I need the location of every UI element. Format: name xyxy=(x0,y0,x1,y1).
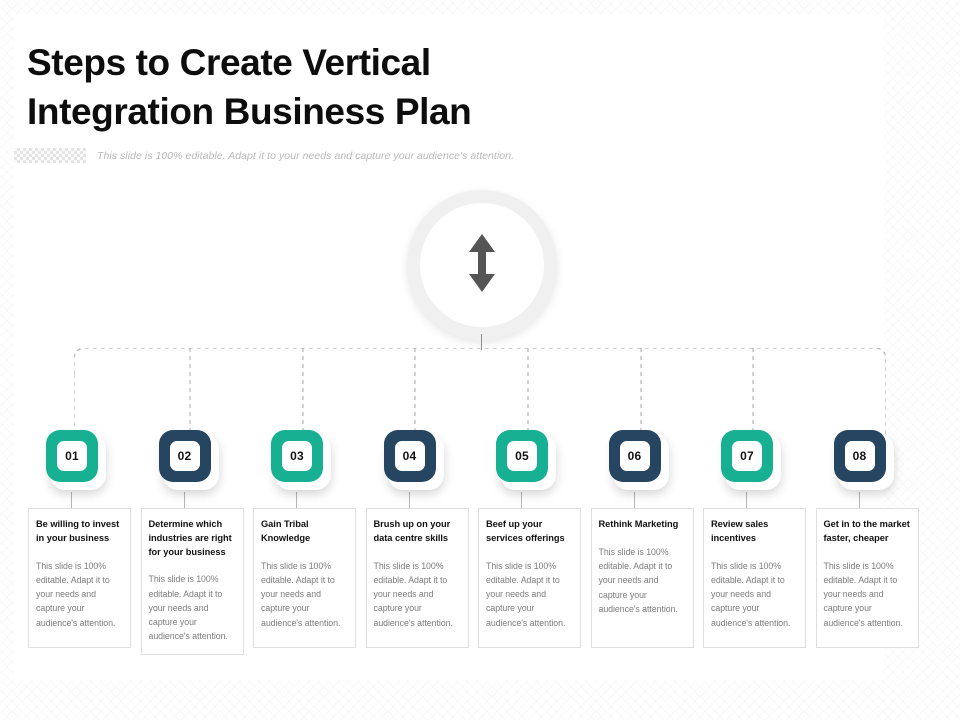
badge-stem-line xyxy=(858,492,860,508)
badge-stem-line xyxy=(633,492,635,508)
placeholder-swatch xyxy=(14,148,86,163)
badge-stem-line xyxy=(408,492,410,508)
center-hub xyxy=(407,190,557,340)
badge-stem-line xyxy=(71,492,72,508)
step-title: Gain Tribal Knowledge xyxy=(261,519,311,543)
step-card-8[interactable]: Get in to the market faster, cheaper Thi… xyxy=(815,508,919,648)
step-card-6[interactable]: Rethink Marketing This slide is 100% edi… xyxy=(590,508,694,648)
step-body: This slide is 100% editable. Adapt it to… xyxy=(598,546,678,614)
step-badge-1[interactable]: 01 xyxy=(28,430,141,492)
badge-number: 01 xyxy=(57,441,87,471)
step-badge-2[interactable]: 02 xyxy=(141,430,254,492)
step-title: Review sales incentives xyxy=(711,519,769,543)
step-badge-7[interactable]: 07 xyxy=(703,430,816,492)
step-body: This slide is 100% editable. Adapt it to… xyxy=(36,560,116,628)
step-badge-6[interactable]: 06 xyxy=(591,430,704,492)
step-badge-8[interactable]: 08 xyxy=(816,430,929,492)
badge-number: 04 xyxy=(394,441,425,471)
step-card-1[interactable]: Be willing to invest in your business Th… xyxy=(28,508,131,648)
badge-stem-line xyxy=(183,492,185,508)
step-body: This slide is 100% editable. Adapt it to… xyxy=(373,560,453,628)
badge-number: 08 xyxy=(844,441,875,471)
step-badge-4[interactable]: 04 xyxy=(366,430,479,492)
badge-number: 02 xyxy=(169,441,200,471)
badge-frame: 07 xyxy=(721,430,773,482)
badge-number: 03 xyxy=(282,441,312,471)
badge-number: 07 xyxy=(732,441,762,471)
step-title: Get in to the market faster, cheaper xyxy=(823,519,910,543)
hub-stem-line xyxy=(481,334,482,350)
badge-stem-line xyxy=(296,492,297,508)
step-badge-5[interactable]: 05 xyxy=(478,430,591,492)
step-body: This slide is 100% editable. Adapt it to… xyxy=(261,560,341,628)
step-column-7[interactable]: 07 Review sales incentives This slide is… xyxy=(703,430,816,655)
badge-frame: 06 xyxy=(608,430,661,482)
badge-number: 05 xyxy=(507,441,537,471)
step-column-3[interactable]: 03 Gain Tribal Knowledge This slide is 1… xyxy=(253,430,366,655)
badge-frame: 08 xyxy=(833,430,886,482)
badge-frame: 04 xyxy=(383,430,436,482)
step-column-8[interactable]: 08 Get in to the market faster, cheaper … xyxy=(815,430,929,655)
step-card-4[interactable]: Brush up on your data centre skills This… xyxy=(365,508,469,648)
step-card-5[interactable]: Beef up your services offerings This sli… xyxy=(478,508,581,648)
step-title: Be willing to invest in your business xyxy=(36,519,120,543)
step-body: This slide is 100% editable. Adapt it to… xyxy=(486,560,566,628)
step-title: Beef up your services offerings xyxy=(486,519,565,543)
step-card-2[interactable]: Determine which industries are right for… xyxy=(140,508,244,655)
step-body: This slide is 100% editable. Adapt it to… xyxy=(148,574,228,642)
badge-frame: 03 xyxy=(271,430,323,482)
step-title: Rethink Marketing xyxy=(598,519,679,529)
step-column-6[interactable]: 06 Rethink Marketing This slide is 100% … xyxy=(590,430,704,655)
badge-frame: 05 xyxy=(496,430,548,482)
step-body: This slide is 100% editable. Adapt it to… xyxy=(823,560,903,628)
badge-frame: 02 xyxy=(158,430,211,482)
badge-number: 06 xyxy=(619,441,650,471)
step-column-4[interactable]: 04 Brush up on your data centre skills T… xyxy=(365,430,479,655)
step-card-3[interactable]: Gain Tribal Knowledge This slide is 100%… xyxy=(253,508,356,648)
badge-stem-line xyxy=(746,492,747,508)
step-column-1[interactable]: 01 Be willing to invest in your business… xyxy=(28,430,141,655)
badge-frame: 01 xyxy=(46,430,98,482)
page-title: Steps to Create Vertical Integration Bus… xyxy=(27,42,472,133)
up-down-arrow-icon xyxy=(465,232,499,299)
step-body: This slide is 100% editable. Adapt it to… xyxy=(711,560,791,628)
step-column-5[interactable]: 05 Beef up your services offerings This … xyxy=(478,430,591,655)
step-badge-3[interactable]: 03 xyxy=(253,430,366,492)
step-title: Brush up on your data centre skills xyxy=(373,519,451,543)
step-title: Determine which industries are right for… xyxy=(148,519,232,557)
step-column-2[interactable]: 02 Determine which industries are right … xyxy=(140,430,254,655)
subtitle-row: This slide is 100% editable. Adapt it to… xyxy=(14,148,514,163)
step-card-7[interactable]: Review sales incentives This slide is 10… xyxy=(703,508,806,648)
steps-row: 01 Be willing to invest in your business… xyxy=(28,430,932,655)
subtitle-text: This slide is 100% editable. Adapt it to… xyxy=(97,149,515,162)
badge-stem-line xyxy=(521,492,522,508)
